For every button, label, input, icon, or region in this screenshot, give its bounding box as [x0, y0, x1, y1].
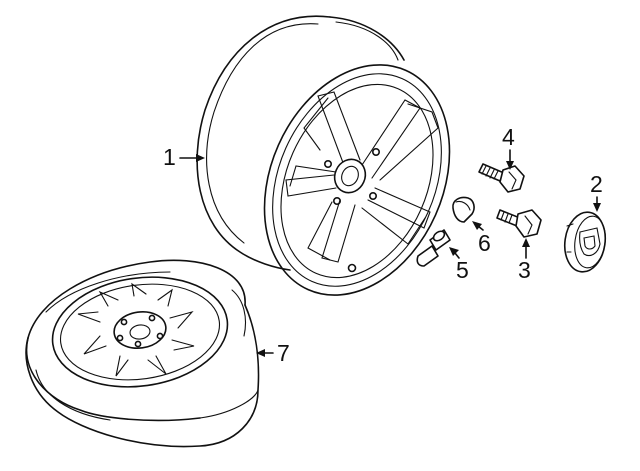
wheel-front-rim [263, 64, 451, 296]
crest-icon [579, 227, 601, 257]
wheel-hub [333, 158, 367, 194]
callout-3-arrowhead [522, 238, 530, 247]
spare-wheel-rim [51, 276, 229, 388]
callout-5: 5 [456, 257, 469, 283]
callout-2-arrowhead [593, 203, 601, 212]
wheel-barrel [196, 15, 331, 271]
spare-wheel-spokes [77, 282, 195, 377]
wheel-spokes [285, 91, 439, 263]
valve-cap [452, 196, 475, 223]
wheel-bolt [478, 163, 525, 193]
locking-bolt [496, 209, 542, 238]
callout-6-arrowhead [472, 221, 482, 230]
callout-2: 2 [590, 171, 603, 197]
alloy-wheel [196, 15, 451, 296]
valve-stem [416, 229, 451, 267]
callout-6: 6 [478, 230, 491, 256]
callout-4-arrowhead [506, 161, 514, 170]
callout-7-arrowhead [256, 349, 265, 357]
callout-1-arrowhead [196, 154, 205, 162]
callout-1: 1 [163, 144, 176, 170]
center-cap [563, 211, 607, 273]
callout-4: 4 [502, 124, 515, 150]
callout-7: 7 [277, 340, 290, 366]
spare-tire [25, 259, 260, 448]
callout-5-arrowhead [449, 247, 459, 256]
callout-3: 3 [518, 257, 531, 283]
